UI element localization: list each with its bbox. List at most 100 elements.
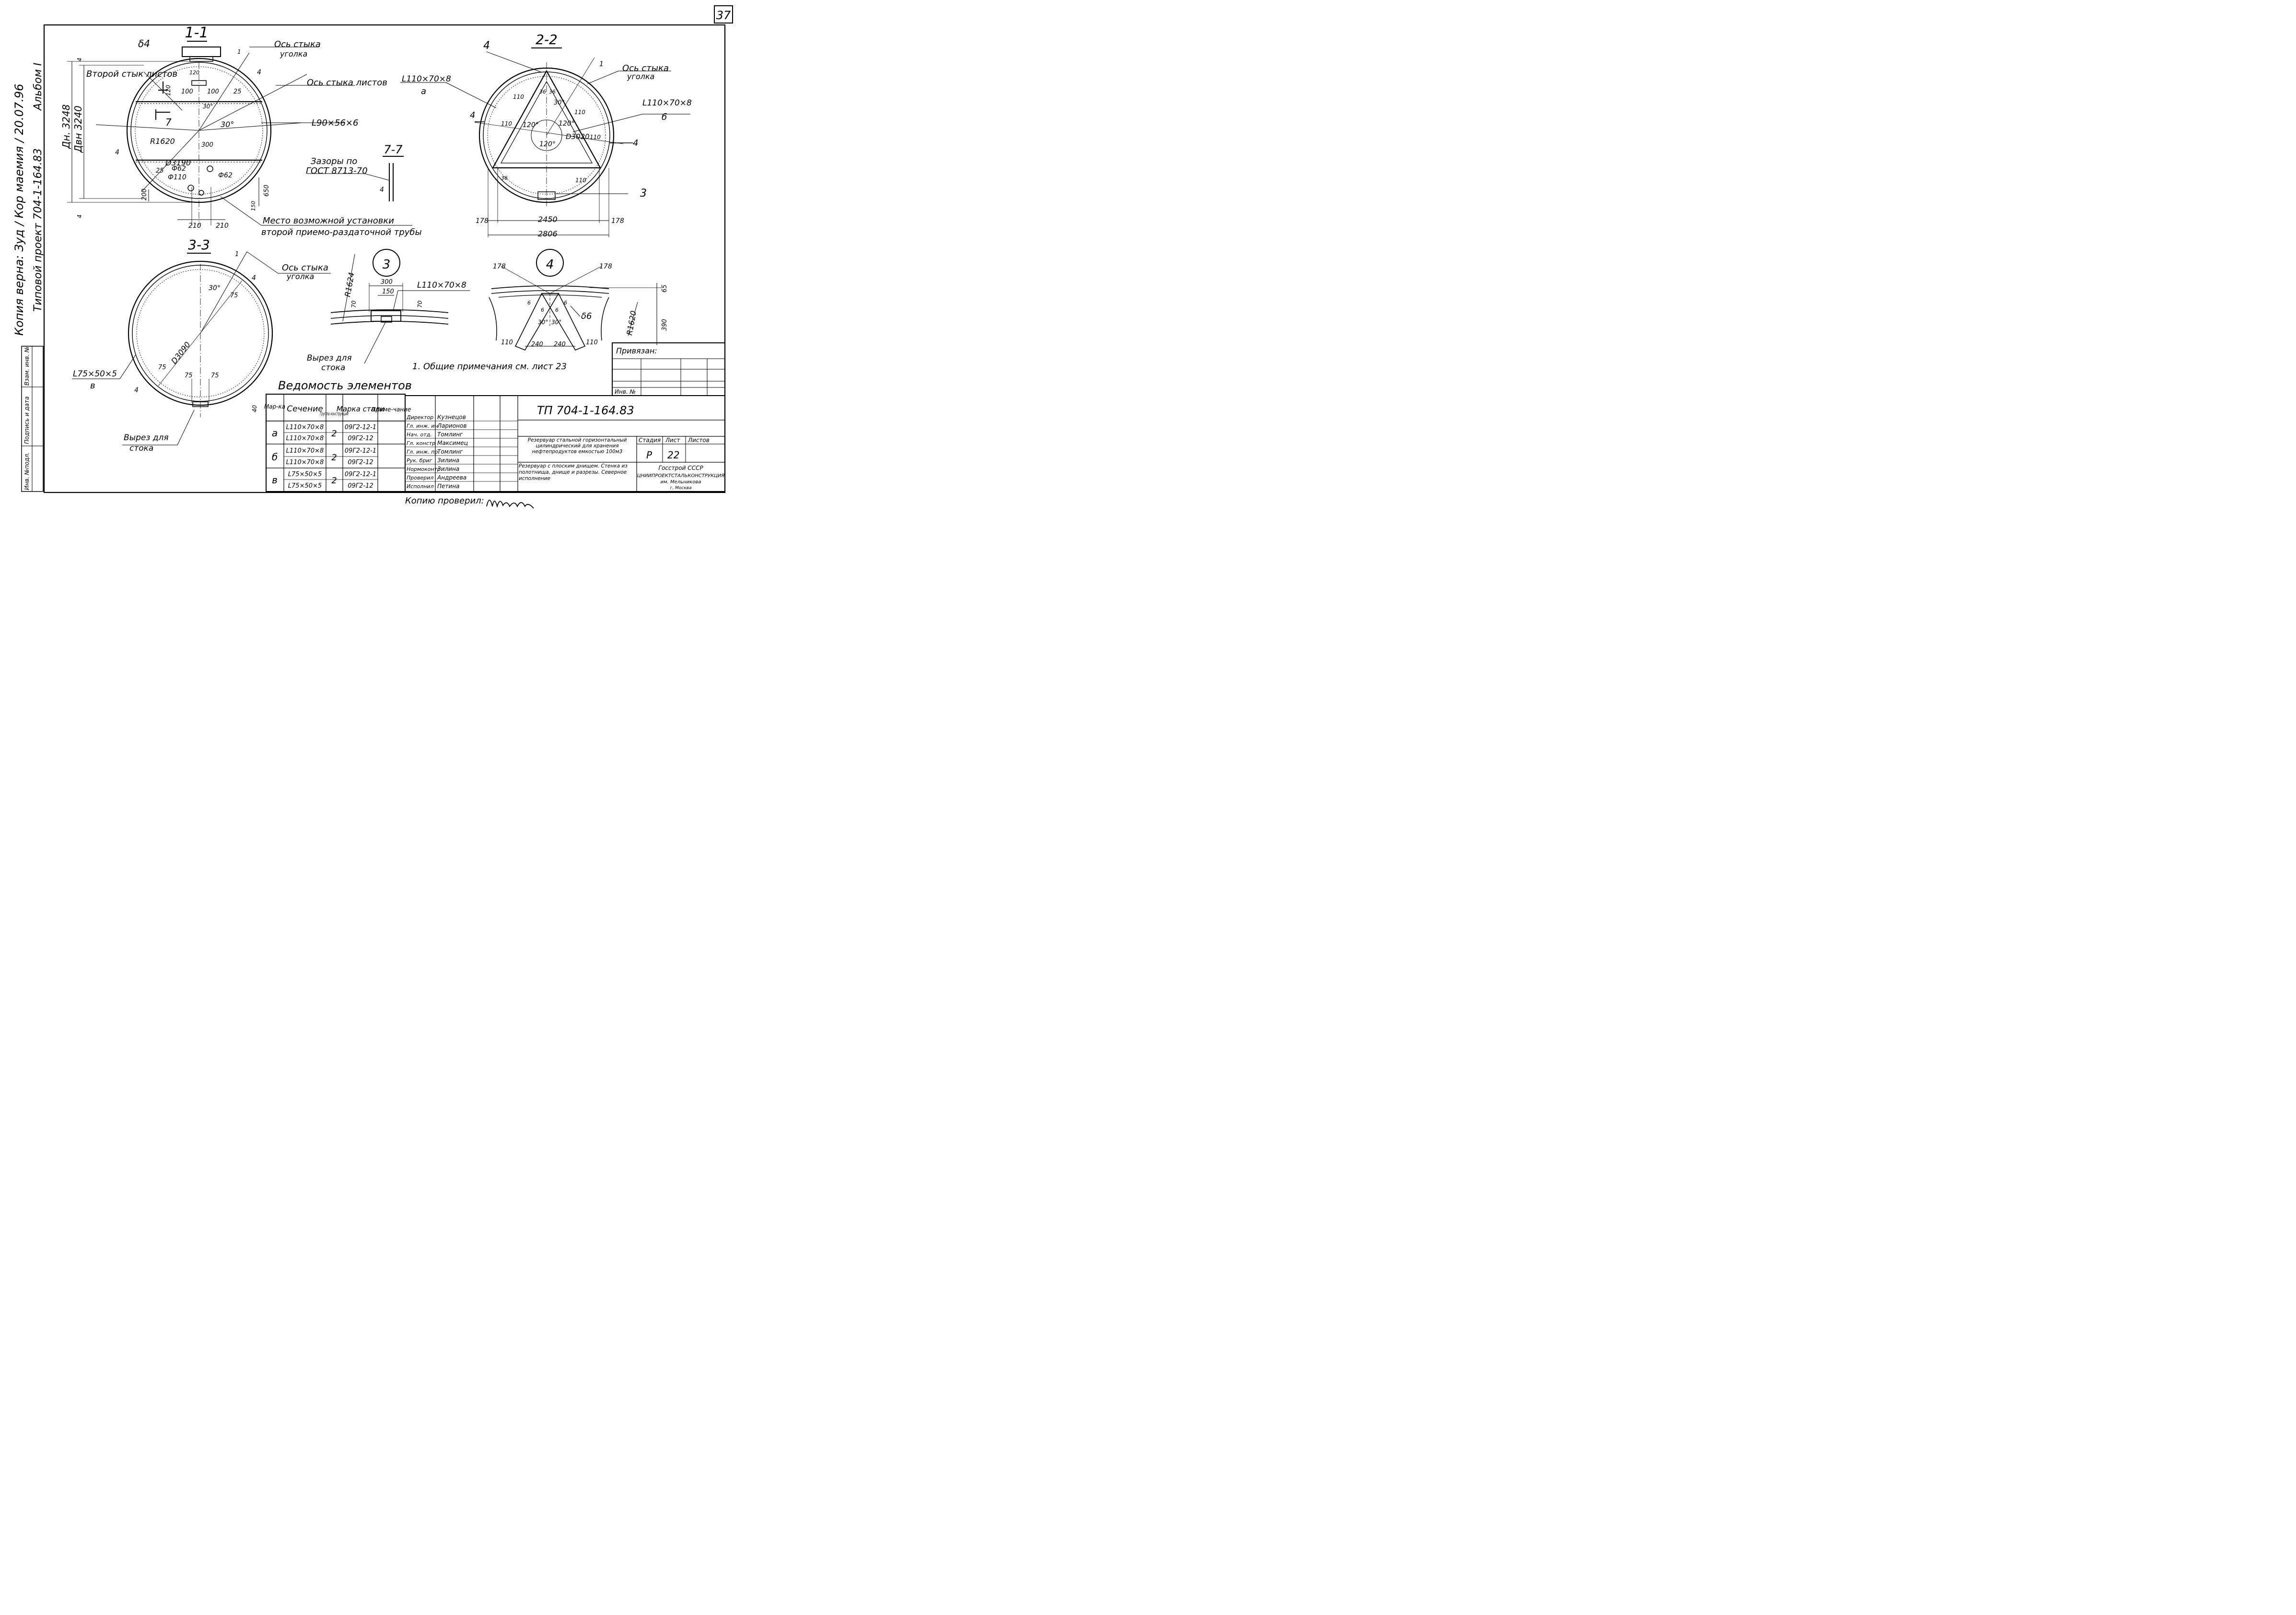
radius-1620-label: R1620: [150, 137, 175, 146]
dim-100-right: 100: [207, 88, 219, 95]
staff-rows-lines: [405, 421, 518, 482]
gaps-label-1: Зазоры по: [311, 156, 357, 166]
detail-4-dim-240-left: 240: [531, 341, 543, 348]
org-line-4: г. Москва: [670, 486, 692, 491]
staff-role-4: Гл. констр: [407, 440, 435, 446]
dim-178-right: 178: [611, 217, 624, 225]
dim-300: 300: [201, 141, 213, 149]
dim-4-3-3-top: 4: [252, 274, 256, 282]
stamp-signature-date: Подпись и дата: [23, 397, 30, 444]
angle-a-profile: L110×70×8: [402, 74, 451, 84]
angle-30-3-3: 30°: [209, 284, 221, 292]
dim-110-a: 110: [513, 94, 524, 100]
d3190-label: D3190: [165, 158, 191, 167]
stage-label: Стадия: [639, 437, 661, 444]
staff-role-1: Директор: [406, 414, 433, 421]
section-2-2-joint-axis-2: уголка: [627, 72, 654, 81]
copy-check: Копию проверил:: [405, 496, 534, 509]
leader-4-top: 4: [483, 40, 490, 52]
delta-4-label: δ4: [138, 38, 150, 49]
staff-name-7: Зилина: [437, 466, 459, 472]
second-joint-label: Второй стык листов: [86, 69, 177, 79]
detail-4-dim-110-left: 110: [501, 339, 513, 346]
phi62-left-label: Ф62: [172, 165, 186, 173]
description-1: Резервуар стальной горизонтальный цилинд…: [527, 437, 627, 455]
section-7-marker: 7: [165, 117, 172, 128]
detail-4-angle-30-right: 30°: [551, 319, 561, 326]
dim-120: 120: [165, 85, 172, 96]
staff-name-9: Петина: [437, 483, 459, 490]
detail-4-dim-390: 390: [661, 319, 668, 331]
dim-40: 40: [251, 405, 258, 412]
install-place-label-1: Место возможной установки: [263, 216, 394, 226]
staff-name-4: Максимец: [437, 440, 468, 446]
dim-178-left: 178: [476, 217, 489, 225]
row-b-group: 2: [331, 453, 337, 463]
dim-25-lower: 25: [156, 167, 164, 175]
drawing-canvas: 37 Копия верна: Зуд / Кор маемия / 20.07…: [12, 5, 733, 509]
detail-4-dim-6-d: 6: [564, 300, 567, 306]
dim-110-b: 110: [501, 120, 512, 127]
margin-notes: Копия верна: Зуд / Кор маемия / 20.07.96…: [12, 63, 44, 492]
section-3-3-joint-axis-2: уголка: [286, 272, 314, 281]
phi62-right-label: Ф62: [218, 172, 233, 179]
leader-4-left: 4: [470, 110, 475, 120]
title-block: ТП 704-1-164.83 Директор Кузнецов Гл. ин…: [405, 395, 725, 492]
copy-checked-label: Копию проверил:: [405, 496, 484, 506]
copy-verified-note: Копия верна: Зуд / Кор маемия / 20.07.96: [12, 84, 26, 336]
staff-role-9: Исполнил: [407, 483, 434, 490]
angle-30-2-2: 30°: [554, 99, 565, 106]
dim-120-top: 120: [189, 70, 199, 76]
dim-4-right: 4: [257, 69, 261, 76]
dim-7-7-4: 4: [380, 186, 384, 194]
detail-4-delta: δ6: [581, 311, 592, 321]
gaps-label-2: ГОСТ 8713-70: [306, 166, 368, 176]
angle-30-upper: 30°: [203, 103, 213, 110]
leader-4-right: 4: [633, 138, 638, 148]
angle-90x56-label: L90×56×6: [312, 118, 358, 128]
install-place-label-2: второй приемо-раздаточной трубы: [261, 227, 422, 237]
org-line-1: Госстрой СССР: [658, 465, 703, 471]
detail-4-dim-178-left: 178: [493, 263, 506, 270]
detail-4: 4 178 178 65 390 110 110 240 240 30° 30°…: [489, 249, 668, 351]
dim-75-d: 75: [211, 372, 219, 379]
drain-cut-detail-label-2: стока: [321, 363, 345, 373]
angle-a-mark: a: [421, 86, 426, 96]
dim-75-c: 75: [185, 372, 193, 379]
detail-3-dim-70-left: 70: [350, 300, 357, 308]
dim-210-right: 210: [216, 222, 229, 230]
row-b-steel-1: 09Г2-12-1: [345, 447, 376, 455]
angle-120-left: 120°: [523, 121, 539, 129]
row-b-section-1: L110×70×8: [286, 447, 324, 455]
row-a-steel-1: 09Г2-12-1: [345, 424, 376, 431]
sheet-label: Лист: [665, 437, 680, 444]
section-2-2-joint-axis-1: Ось стыка: [622, 63, 669, 73]
dim-110-e: 110: [575, 177, 586, 184]
stamp-inv-podl: Инв. №подл.: [23, 452, 30, 490]
staff-name-8: Андреева: [437, 474, 466, 481]
binding-label: Привязан:: [616, 346, 657, 355]
angle-30-lower: 30°: [221, 120, 234, 129]
row-a-group: 2: [331, 429, 337, 439]
dim-210-left: 210: [188, 222, 201, 230]
signature-scribble: [486, 500, 534, 509]
detail-3-dim-70-right: 70: [417, 300, 423, 308]
binding-box: Привязан: Инв. №: [612, 342, 725, 396]
elements-table: Ведомость элементов Мар-ка Сечение Групп…: [264, 379, 412, 492]
staff-role-8: Проверил: [407, 475, 433, 481]
row-v-group: 2: [331, 476, 337, 486]
dim-36-b: 36: [549, 89, 556, 95]
row-v-section-2: L75×50×5: [288, 482, 322, 490]
joint-axis-label-1: Ось стыка: [274, 39, 321, 49]
album-label: Альбом I: [32, 63, 44, 111]
angle-b-profile: L110×70×8: [642, 98, 692, 108]
row-v-steel-1: 09Г2-12-1: [345, 471, 376, 478]
row-a-section-1: L110×70×8: [286, 424, 324, 431]
header-steel: Марка стали: [337, 405, 385, 413]
inner-diameter-label: Двн 3240: [72, 105, 84, 153]
description-2: Резервуар с плоским днищем. Стенка из по…: [519, 463, 628, 481]
angle-120-bottom: 120°: [539, 140, 556, 148]
drawing-sheet: 37 Копия верна: Зуд / Кор маемия / 20.07…: [0, 0, 752, 529]
angle-120-right: 120°: [559, 120, 575, 128]
inv-no-label: Инв. №: [615, 388, 636, 395]
